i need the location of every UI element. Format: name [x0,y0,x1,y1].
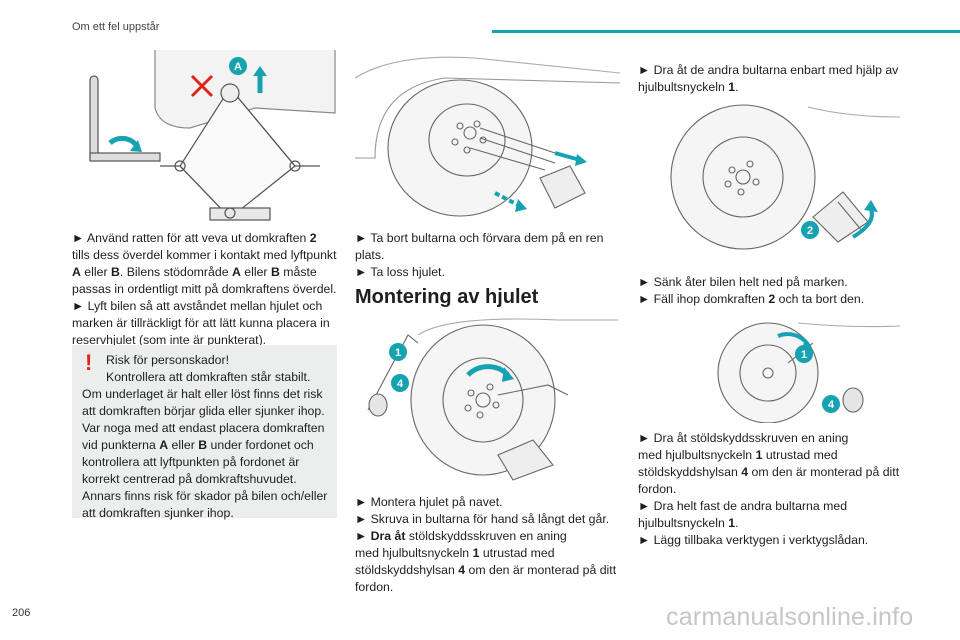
col2-text-top: ► Ta bort bultarna och förvara dem på en… [355,230,617,281]
instruction-mount-wheel: ► Montera hjulet på navet. [355,495,503,509]
warning-line: Annars finns risk för skador på bilen oc… [82,489,328,520]
warning-line: Var noga med att endast placera domkraft… [82,421,325,486]
watermark: carmanualsonline.info [666,603,914,631]
instruction-tighten-other-bolts: ► Dra åt de andra bultarna enbart med hj… [638,63,899,94]
instruction-fully-tighten-cont: hjulbultsnyckeln 1. [638,516,739,530]
warning-icon: ! [85,350,93,375]
fig-label-4: 4 [828,399,835,411]
instruction-crank-jack: ► Använd ratten för att veva ut domkraft… [72,231,337,296]
col3-text-top: ► Dra åt de andra bultarna enbart med hj… [638,62,900,96]
warning-box: ! Risk för personskador! Kontrollera att… [72,345,337,520]
col1-text: ► Använd ratten för att veva ut domkraft… [72,230,337,349]
wheel-mounting-illustration: 1 4 [358,315,618,485]
instruction-lower-car: ► Sänk åter bilen helt ned på marken. [638,275,848,289]
jack-illustration: A [80,48,340,228]
wheel-bolts-removal-illustration [355,48,620,218]
lower-car-illustration: 2 [638,102,900,257]
instruction-tighten-antitheft-cont: med hjulbultsnyckeln 1 utrustad med stöl… [355,546,617,594]
fig-label-a: A [234,61,242,73]
instruction-tighten-antitheft-cont: med hjulbultsnyckeln 1 utrustad med stöl… [638,448,900,496]
fig-label-4: 4 [397,378,404,390]
section-title: Om ett fel uppstår [72,21,160,33]
instruction-remove-wheel: ► Ta loss hjulet. [355,265,445,279]
col3-text-bottom: ► Dra åt stöldskyddsskruven en aning med… [638,430,900,549]
col2-text-bottom: ► Montera hjulet på navet. ► Skruva in b… [355,494,617,596]
header-accent-bar [492,30,960,33]
warning-line: Om underlaget är halt eller löst finns d… [82,387,325,418]
instruction-fully-tighten: ► Dra helt fast de andra bultarna med [638,499,848,513]
page-number: 206 [12,607,31,619]
section-heading-mounting: Montering av hjulet [355,286,539,308]
warning-line: Kontrollera att domkraften står stabilt. [106,370,311,384]
warning-title: Risk för personskador! [106,353,230,367]
instruction-remove-bolts: ► Ta bort bultarna och förvara dem på en… [355,231,604,262]
fig-label-1: 1 [801,349,807,361]
instruction-tighten-antitheft: ► Dra åt stöldskyddsskruven en aning [638,431,849,445]
fig-label-2: 2 [807,225,813,237]
fig-label-1: 1 [395,347,401,359]
instruction-lift-car: ► Lyft bilen så att avståndet mellan hju… [72,299,330,347]
final-tighten-illustration: 1 4 [638,318,900,423]
instruction-fold-jack: ► Fäll ihop domkraften 2 och ta bort den… [638,292,865,306]
instruction-tighten-antitheft: ► Dra åt stöldskyddsskruven en aning [355,529,567,543]
instruction-store-tools: ► Lägg tillbaka verktygen i verktygslåda… [638,533,869,547]
col3-text-middle: ► Sänk åter bilen helt ned på marken. ► … [638,274,900,308]
instruction-screw-bolts: ► Skruva in bultarna för hand så långt d… [355,512,610,526]
